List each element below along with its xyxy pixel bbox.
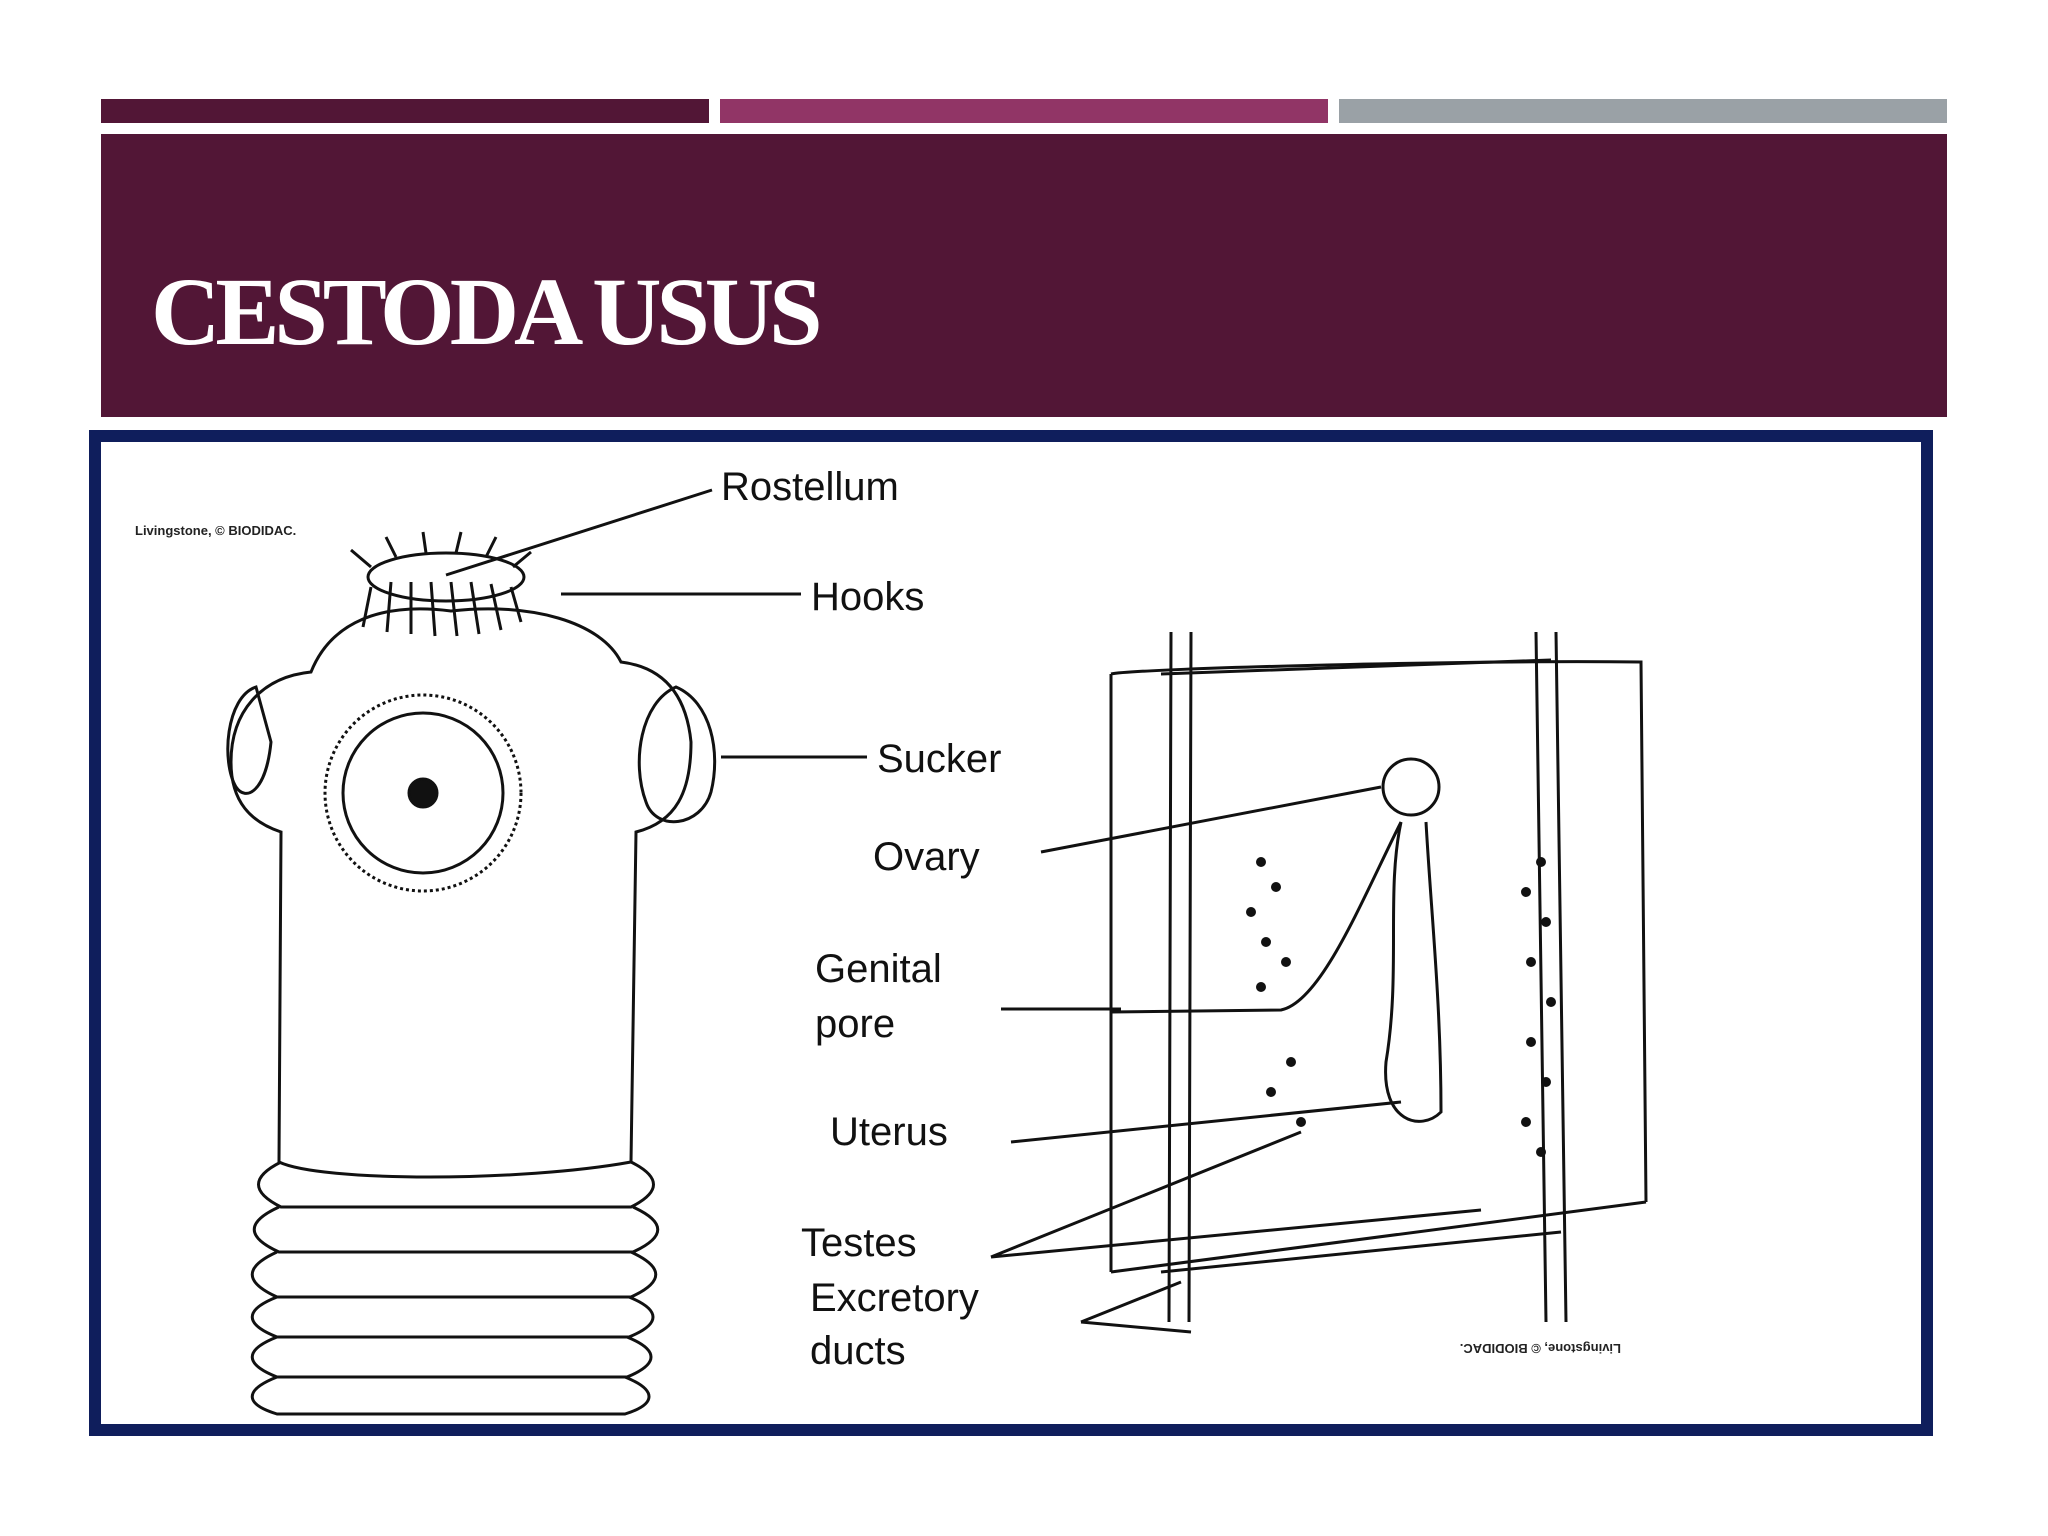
slide-title: CESTODA USUS — [151, 264, 818, 360]
leader-uterus — [1011, 1102, 1401, 1142]
label-ovary: Ovary — [873, 835, 980, 879]
credit-left: Livingstone, © BIODIDAC. — [135, 523, 296, 538]
leader-excretory — [1081, 1282, 1191, 1332]
figure-frame: Livingstone, © BIODIDAC. Livingstone, © … — [89, 430, 1933, 1436]
ovary-ring — [1383, 759, 1439, 815]
uterus-stem — [1386, 822, 1441, 1121]
sucker-right — [639, 687, 714, 822]
label-excretory-1: Excretory — [810, 1276, 979, 1320]
leader-rostellum — [446, 490, 712, 575]
cestode-diagram: Livingstone, © BIODIDAC. Livingstone, © … — [101, 442, 1921, 1424]
accent-bar-dark — [101, 99, 709, 123]
excretory-ducts — [1161, 632, 1566, 1322]
label-genital-1: Genital — [815, 947, 942, 991]
label-sucker: Sucker — [877, 737, 1002, 781]
label-rostellum: Rostellum — [721, 465, 899, 509]
label-hooks: Hooks — [811, 575, 924, 619]
rostellum-crown — [351, 532, 531, 636]
title-banner: CESTODA USUS — [101, 134, 1947, 417]
label-uterus: Uterus — [830, 1110, 948, 1154]
label-excretory-2: ducts — [810, 1329, 906, 1373]
sucker-front — [325, 695, 521, 891]
neck-segments — [252, 1162, 658, 1414]
credit-right: Livingstone, © BIODIDAC. — [1460, 1341, 1621, 1356]
label-genital-2: pore — [815, 1002, 895, 1046]
genital-duct — [1111, 822, 1401, 1012]
label-testes: Testes — [801, 1221, 917, 1265]
accent-bar-gray — [1339, 99, 1947, 123]
accent-bar-magenta — [720, 99, 1328, 123]
leader-testes — [991, 1132, 1481, 1257]
leader-ovary — [1041, 787, 1381, 852]
scolex-outline — [231, 609, 691, 1177]
